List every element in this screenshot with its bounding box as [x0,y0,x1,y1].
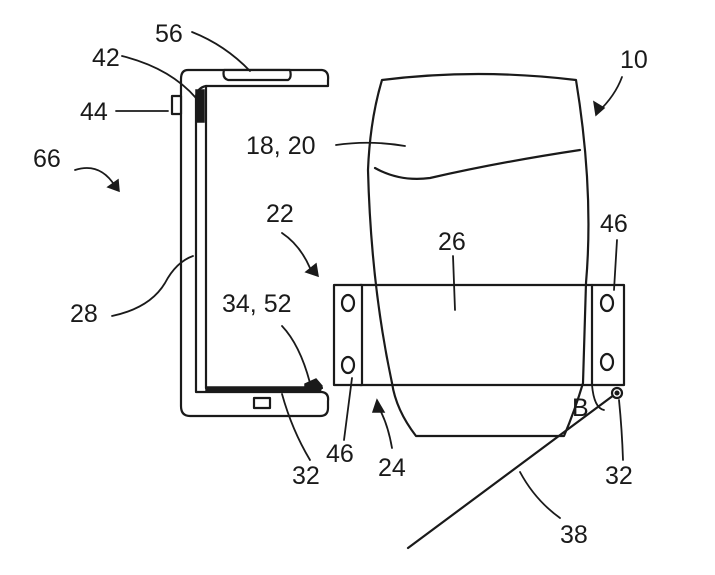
arrow-22 [281,232,311,269]
arrow-10-head [593,100,606,117]
frame-outer-outline [179,68,330,418]
label-56: 56 [155,20,183,48]
frame-bottom-strip [205,386,322,393]
arrow-66 [74,167,116,187]
label-22: 22 [266,200,294,228]
hole-left-bottom [340,355,356,375]
flap-38 [406,390,620,550]
label-32-right: 32 [605,462,633,490]
leader-28 [111,255,194,317]
label-46-right: 46 [600,210,628,238]
label-32-left: 32 [292,462,320,490]
leader-38 [519,471,561,519]
label-42: 42 [92,44,120,72]
label-28: 28 [70,300,98,328]
product-body-10 [366,72,590,438]
label-24: 24 [378,454,406,482]
band-left-tab [332,283,364,387]
label-46-left: 46 [326,440,354,468]
leader-lines [111,31,624,519]
label-10: 10 [620,46,648,74]
leader-32-right [618,399,624,461]
arrow-22-head [304,262,319,278]
arrow-66-head [106,178,120,193]
arrows [74,76,623,449]
leader-56 [191,31,251,72]
body-outline [366,72,590,438]
label-34-52: 34, 52 [222,290,292,318]
part-34-52 [304,378,323,393]
leader-42 [121,55,197,99]
leader-34-52 [281,325,311,384]
angle-arc-B [591,384,605,411]
hole-right-top [599,293,615,313]
leader-46-right [613,239,618,291]
leader-32-left [281,393,311,461]
label-26: 26 [438,228,466,256]
leader-26 [452,255,456,311]
leader-46-left [343,377,353,441]
part-44-button [170,94,183,116]
label-66: 66 [33,145,61,173]
label-38: 38 [560,521,588,549]
part-56-slot [222,68,292,82]
hole-left-top [340,293,356,313]
label-18-20: 18, 20 [246,132,316,160]
leader-18-20 [335,141,406,147]
pivot-32-right-dot [614,390,620,396]
part-42-clip [195,89,205,123]
reference-labels: 56 42 10 44 18, 20 66 22 26 46 34, 52 28… [33,20,648,549]
hole-right-bottom [599,352,615,372]
label-44: 44 [80,98,108,126]
arrow-24 [379,409,393,449]
bottom-tab [252,396,272,410]
body-separation-line [373,148,582,180]
arrow-24-head [371,398,386,413]
label-B: B [572,394,589,422]
band-26 [332,283,626,387]
